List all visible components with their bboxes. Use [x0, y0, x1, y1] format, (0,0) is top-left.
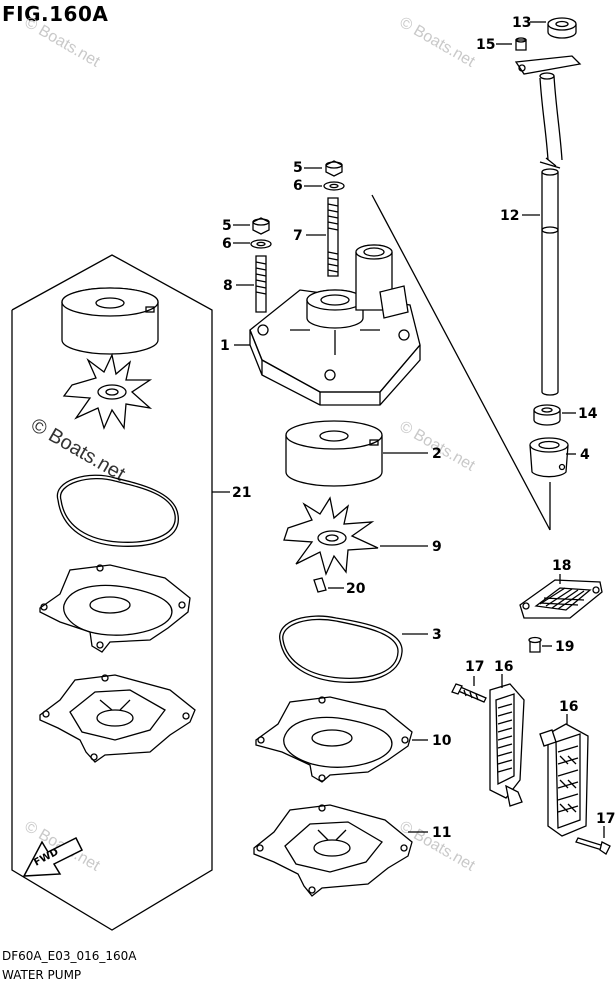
guide-line [371, 194, 551, 531]
pump-case-1 [249, 244, 421, 406]
callout-15: 15 [476, 37, 495, 53]
screen-18 [519, 579, 603, 619]
callout-14: 14 [578, 406, 598, 422]
callout-5: 5 [222, 218, 232, 234]
callout-6: 6 [293, 178, 303, 194]
seal-4 [529, 437, 569, 478]
kit-gasket [39, 564, 191, 653]
callout-1: 1 [220, 338, 230, 354]
callout-4: 4 [580, 447, 590, 463]
bracket-and-bolt-15 [514, 37, 582, 75]
gasket-10 [255, 696, 413, 783]
callout-21: 21 [232, 485, 251, 501]
nut-5-left [252, 217, 270, 235]
callout-10: 10 [432, 733, 452, 749]
callout-7: 7 [293, 228, 303, 244]
strainer-16-right [539, 723, 589, 837]
nut-5-top [325, 160, 343, 177]
o-ring-3 [279, 615, 403, 683]
callout-3: 3 [432, 627, 442, 643]
callout-11: 11 [432, 825, 451, 841]
fwd-arrow [22, 836, 84, 877]
impeller-housing-2 [285, 420, 383, 487]
impeller-9 [283, 496, 379, 576]
callout-12: 12 [500, 208, 519, 224]
strainer-16-left [489, 683, 525, 807]
screw-17-left [451, 683, 487, 703]
callout-6: 6 [222, 236, 232, 252]
kit-impeller [62, 352, 153, 430]
callout-13: 13 [512, 15, 531, 31]
water-tube-12 [539, 72, 563, 396]
kit-enclosure-21 [11, 254, 213, 931]
callout-16: 16 [559, 699, 578, 715]
grommet-13 [547, 17, 577, 39]
callout-17: 17 [596, 811, 615, 827]
kit-o-ring [56, 474, 179, 547]
screw-17-right [575, 837, 611, 855]
callout-5: 5 [293, 160, 303, 176]
diagram-name: WATER PUMP [2, 968, 82, 982]
grommet-14 [533, 404, 561, 426]
callout-20: 20 [346, 581, 366, 597]
diagram-code: DF60A_E03_016_160A [2, 949, 137, 963]
plate-11 [253, 804, 413, 897]
stud-bolt-7 [327, 197, 339, 277]
screw-19 [528, 636, 542, 653]
callout-9: 9 [432, 539, 442, 555]
washer-6-left [250, 239, 272, 249]
callout-17: 17 [465, 659, 484, 675]
kit-plate [39, 674, 196, 763]
washer-6-top [323, 181, 345, 191]
callout-2: 2 [432, 446, 442, 462]
figure-title: FIG.160A [2, 2, 109, 26]
stud-bolt-8 [255, 255, 267, 313]
callout-16: 16 [494, 659, 513, 675]
kit-impeller-housing [61, 287, 159, 355]
callout-18: 18 [552, 558, 571, 574]
callout-19: 19 [555, 639, 574, 655]
callout-8: 8 [223, 278, 233, 294]
key-20 [313, 577, 327, 593]
